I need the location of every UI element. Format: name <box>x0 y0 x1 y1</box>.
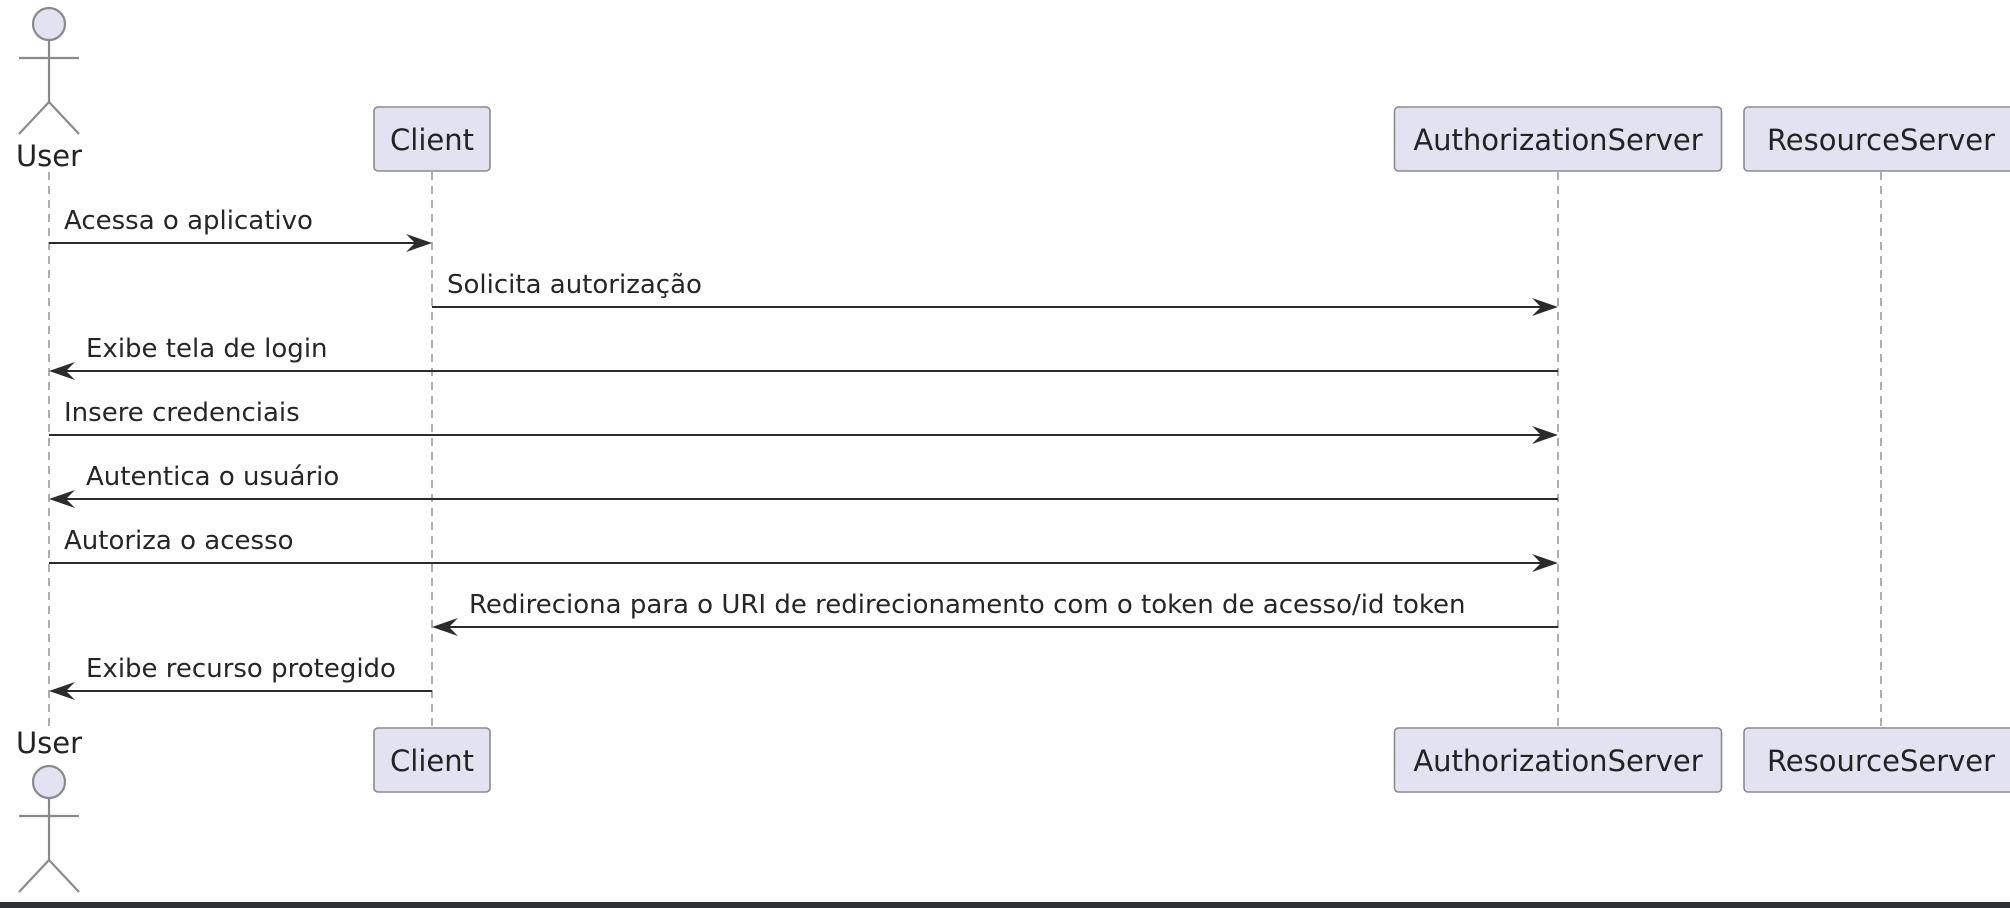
arrowhead-icon <box>406 234 432 252</box>
participant-resource-server-top: ResourceServer <box>1743 106 2010 172</box>
participant-name-authorization-server: AuthorizationServer <box>1413 123 1702 157</box>
actor-leg-left <box>18 101 50 135</box>
message-arrow: Solicita autorização <box>432 270 1558 316</box>
actor-head-icon <box>31 6 67 42</box>
participant-name-client: Client <box>390 744 474 778</box>
actor-name-bottom: User <box>16 726 82 760</box>
actor-leg-left <box>18 859 50 893</box>
message-label: Exibe recurso protegido <box>86 654 396 684</box>
message-label: Insere credenciais <box>64 398 300 428</box>
arrowhead-icon <box>1532 554 1558 572</box>
participant-name-resource-server: ResourceServer <box>1767 123 1995 157</box>
participant-authorization-server-top: AuthorizationServer <box>1393 106 1723 172</box>
message-label: Solicita autorização <box>447 270 702 300</box>
participant-box <box>1393 106 1723 172</box>
participant-name-resource-server: ResourceServer <box>1767 744 1995 778</box>
message-arrow: Autentica o usuário <box>49 462 1558 508</box>
participant-resource-server-bottom: ResourceServer <box>1743 727 2010 793</box>
arrowhead-icon <box>432 618 458 636</box>
arrowhead-icon <box>49 362 75 380</box>
actor-leg-right <box>48 101 80 135</box>
arrowhead-icon <box>1532 298 1558 316</box>
message-arrow: Acessa o aplicativo <box>49 206 432 252</box>
actor-leg-right <box>48 859 80 893</box>
message-label: Exibe tela de login <box>86 334 328 364</box>
message-label: Acessa o aplicativo <box>64 206 313 236</box>
participant-box <box>1393 727 1723 793</box>
participant-name-authorization-server: AuthorizationServer <box>1413 744 1702 778</box>
actor-head-icon <box>31 764 67 800</box>
participant-client-top: Client <box>373 106 491 172</box>
message-label: Autentica o usuário <box>86 462 339 492</box>
arrowhead-icon <box>49 682 75 700</box>
participant-box <box>373 727 491 793</box>
message-arrow: Redireciona para o URI de redirecionamen… <box>432 590 1558 636</box>
participant-client-bottom: Client <box>373 727 491 793</box>
participant-box <box>1743 727 2010 793</box>
participant-box <box>1743 106 2010 172</box>
actor-top <box>18 6 80 135</box>
message-arrow: Autoriza o acesso <box>49 526 1558 572</box>
actor-bottom <box>18 764 80 893</box>
actor-name-top: User <box>16 139 82 173</box>
message-arrow: Exibe tela de login <box>49 334 1558 380</box>
window-bottom-border <box>0 902 2010 908</box>
arrowhead-icon <box>49 490 75 508</box>
participant-authorization-server-bottom: AuthorizationServer <box>1393 727 1723 793</box>
message-label: Redireciona para o URI de redirecionamen… <box>469 590 1465 620</box>
participant-name-client: Client <box>390 123 474 157</box>
participant-box <box>373 106 491 172</box>
arrowhead-icon <box>1532 426 1558 444</box>
message-label: Autoriza o acesso <box>64 526 294 556</box>
message-arrow: Exibe recurso protegido <box>49 654 432 700</box>
message-arrow: Insere credenciais <box>49 398 1558 444</box>
